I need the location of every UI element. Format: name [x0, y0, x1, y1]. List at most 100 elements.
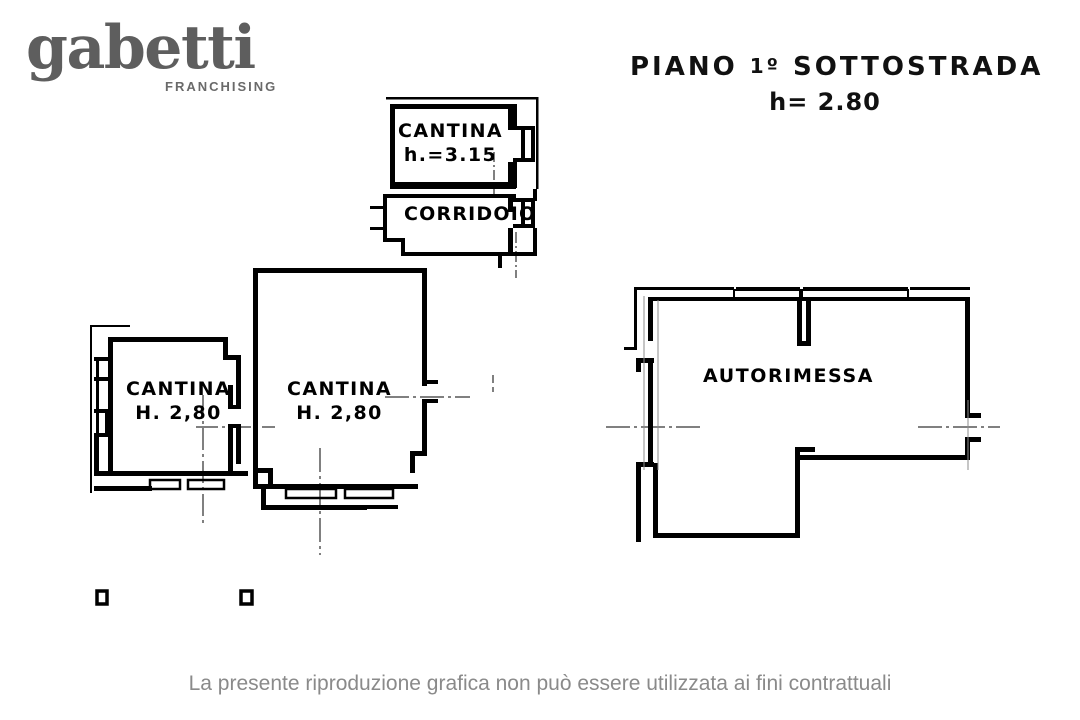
window-opening	[531, 130, 535, 158]
dimension-line	[606, 296, 1000, 470]
room-label-autorimessa: AUTORIMESSA	[703, 365, 874, 387]
wall-segment	[261, 505, 367, 510]
section-marker-2	[239, 589, 254, 606]
wall-segment	[422, 399, 438, 403]
wall-segment	[94, 433, 113, 437]
wall-segment	[803, 287, 908, 290]
wall-segment	[806, 297, 811, 345]
wall-segment	[253, 268, 427, 273]
room-height: h.=3.15	[403, 144, 498, 166]
wall-segment	[383, 238, 405, 242]
room-name: CANTINA	[287, 378, 392, 400]
plan-height-label: h= 2.80	[769, 88, 881, 116]
wall-segment	[624, 347, 637, 350]
wall-segment	[965, 297, 970, 417]
wall-segment	[228, 424, 233, 476]
wall-segment	[228, 385, 233, 409]
wall-segment	[261, 489, 266, 509]
wall-segment	[513, 224, 535, 228]
wall-segment	[370, 227, 387, 230]
wall-segment	[383, 230, 387, 241]
wall-segment	[797, 297, 802, 345]
room-height: H. 2,80	[135, 402, 222, 424]
wall-segment	[533, 228, 537, 256]
room-label-cantina-top: CANTINA h.=3.15	[398, 120, 503, 166]
wall-segment	[634, 287, 637, 349]
wall-segment	[390, 104, 512, 109]
wall-segment	[108, 361, 113, 379]
wall-segment	[113, 471, 233, 476]
wall-segment	[653, 463, 658, 538]
room-name: CANTINA	[398, 120, 503, 142]
wall-segment	[513, 198, 535, 202]
wall-segment	[422, 268, 427, 386]
wall-segment	[370, 206, 387, 209]
wall-segment	[797, 341, 811, 346]
window-opening	[105, 413, 108, 435]
wall-segment	[965, 437, 981, 442]
window-opening	[801, 289, 909, 299]
window-opening	[96, 361, 99, 379]
wall-segment	[390, 104, 395, 186]
wall-segment	[910, 287, 970, 290]
wall-segment	[653, 533, 800, 538]
window-opening	[96, 413, 99, 435]
wall-segment	[236, 355, 241, 385]
wall-segment	[795, 452, 800, 538]
wall-segment	[513, 162, 517, 188]
wall-segment	[636, 462, 654, 467]
room-label-cantina-mid: CANTINA H. 2,80	[287, 378, 392, 424]
section-marker-1	[95, 589, 109, 606]
window-opening	[521, 202, 525, 224]
wall-segment	[253, 468, 273, 473]
window-opening	[343, 487, 395, 500]
wall-segment	[90, 325, 130, 327]
plan-group-cantina-mid	[253, 268, 494, 555]
window-opening	[531, 202, 535, 224]
wall-segment	[94, 486, 152, 491]
window-opening	[521, 130, 525, 158]
wall-segment	[513, 252, 537, 256]
wall-segment	[236, 385, 241, 409]
wall-segment	[498, 256, 502, 268]
room-height: H. 2,80	[296, 402, 383, 424]
logo-wordmark: gabetti	[26, 13, 256, 83]
wall-segment	[236, 424, 241, 464]
wall-segment	[268, 484, 418, 489]
wall-segment	[228, 405, 241, 409]
window-opening	[733, 289, 801, 299]
wall-segment	[223, 337, 228, 359]
title-block: PIANO 1º SOTTOSTRADA h= 2.80	[630, 52, 1040, 116]
plan-group-autorimessa	[606, 287, 1000, 542]
wall-segment	[386, 97, 538, 100]
wall-segment	[508, 198, 513, 212]
wall-segment	[362, 505, 398, 509]
wall-segment	[94, 377, 113, 381]
wall-segment	[508, 162, 513, 188]
wall-segment	[636, 358, 641, 372]
window-opening	[186, 478, 226, 491]
room-name: CANTINA	[126, 378, 231, 400]
wall-segment	[228, 471, 248, 476]
wall-segment	[636, 462, 641, 542]
section-markers	[95, 589, 254, 606]
room-label-corridoio: CORRIDOIO	[404, 203, 536, 225]
window-opening	[96, 381, 99, 411]
wall-segment	[108, 413, 113, 435]
wall-segment	[533, 189, 537, 201]
wall-segment	[268, 468, 273, 488]
wall-segment	[795, 455, 970, 460]
wall-segment	[422, 399, 427, 455]
wall-segment	[508, 104, 513, 130]
plan-title-suffix: SOTTOSTRADA	[780, 52, 1044, 82]
room-name: CORRIDOIO	[404, 203, 537, 225]
wall-segment	[536, 97, 539, 189]
wall-segment	[383, 194, 516, 198]
wall-segment	[410, 451, 427, 456]
wall-segment	[94, 357, 113, 361]
wall-segment	[108, 437, 113, 475]
wall-segment	[513, 104, 517, 126]
footer-disclaimer: La presente riproduzione grafica non può…	[188, 672, 892, 695]
